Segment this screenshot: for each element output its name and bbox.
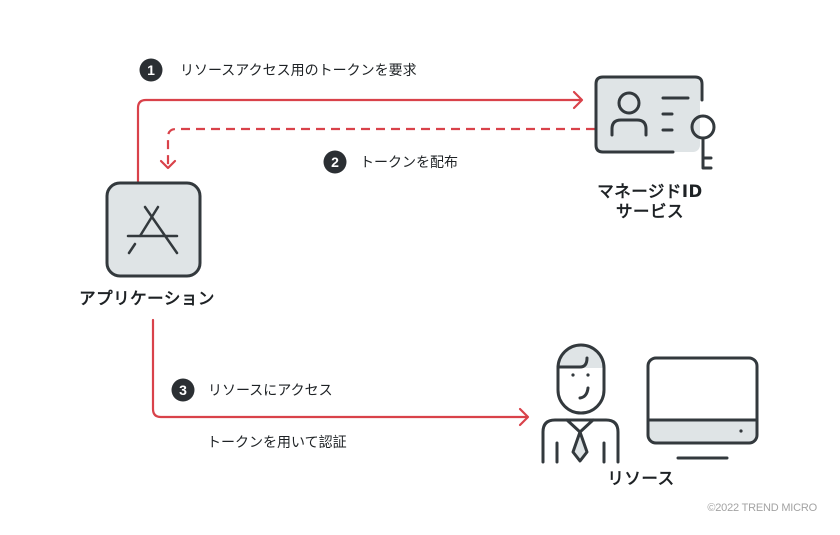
app-icon-frame xyxy=(105,181,202,278)
person-smile xyxy=(578,386,590,400)
step-label: リソースにアクセス xyxy=(208,383,333,399)
id-card-person-shoulders xyxy=(610,118,648,137)
managed-id-label-line1: マネージドID xyxy=(597,182,703,201)
arrow-distribute-token xyxy=(159,127,595,170)
arrow-distribute-line xyxy=(166,127,595,166)
monitor-power-dot xyxy=(739,429,743,433)
app-glyph xyxy=(126,205,179,255)
application-label: アプリケーション xyxy=(79,288,215,308)
step-number: 3 xyxy=(179,382,187,398)
id-card-key-icon xyxy=(594,75,716,170)
person-hair-fill xyxy=(558,345,604,368)
node-resource: リソース xyxy=(541,343,759,488)
arrow-access-resource xyxy=(151,318,530,427)
person-hair-line xyxy=(556,356,589,369)
step-number: 1 xyxy=(147,62,155,78)
arrow-access-line xyxy=(151,318,529,419)
person-tie xyxy=(571,430,589,463)
arrow-access-head xyxy=(518,407,530,427)
monitor-chin-fill xyxy=(648,420,757,443)
arrow-request-token xyxy=(136,90,584,184)
managed-id-label-line2: サービス xyxy=(616,202,684,221)
step-badge xyxy=(323,150,347,174)
step-badge xyxy=(171,378,195,402)
person-arms xyxy=(555,441,606,464)
step-badge xyxy=(139,58,163,82)
arrow-request-line xyxy=(136,98,583,184)
step-3: 3 リソースにアクセス トークンを用いて認証 xyxy=(171,378,347,451)
person-body xyxy=(541,418,620,464)
resource-label: リソース xyxy=(607,469,674,488)
person-eye-left xyxy=(571,373,575,377)
person-head xyxy=(556,343,606,415)
arrow-request-head xyxy=(572,90,584,110)
step-label: リソースアクセス用のトークンを要求 xyxy=(180,63,417,79)
node-managed-id-service: マネージドID サービス xyxy=(594,75,716,221)
arrow-distribute-head xyxy=(159,159,177,170)
node-application: アプリケーション xyxy=(79,181,215,308)
step-1: 1 リソースアクセス用のトークンを要求 xyxy=(139,58,417,82)
person-collar xyxy=(565,418,595,434)
copyright: ©2022 TREND MICRO xyxy=(707,502,817,514)
person-eye-right xyxy=(586,373,590,377)
id-card-text-lines xyxy=(661,96,690,132)
id-card-fill xyxy=(596,77,700,152)
key-shaft xyxy=(701,136,713,170)
step-label: トークンを配布 xyxy=(360,155,458,171)
monitor-icon xyxy=(646,356,759,460)
person-icon xyxy=(541,343,620,464)
step-number: 2 xyxy=(331,154,339,170)
id-card-person-head xyxy=(617,91,641,115)
step-2: 2 トークンを配布 xyxy=(323,150,458,174)
monitor-frame xyxy=(646,356,759,445)
app-store-icon xyxy=(105,181,202,278)
id-card-outline xyxy=(594,75,704,154)
step-sublabel: トークンを用いて認証 xyxy=(207,435,347,451)
